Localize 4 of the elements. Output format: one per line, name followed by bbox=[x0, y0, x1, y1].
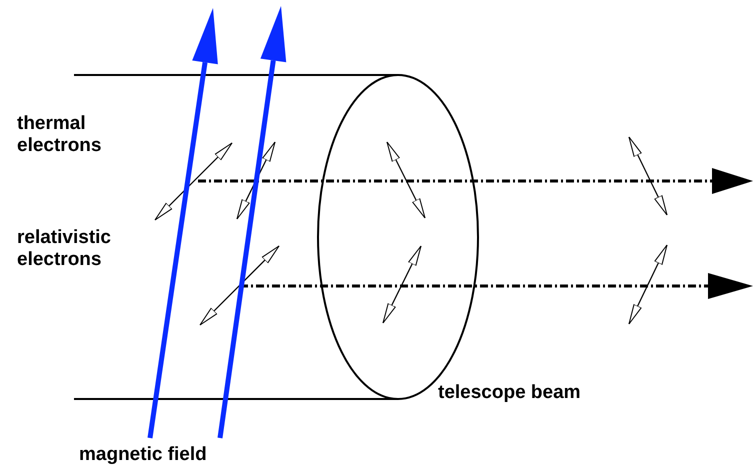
label-text: magnetic field bbox=[79, 444, 207, 466]
label-text: relativistic electrons bbox=[17, 227, 112, 271]
label-text: telescope beam bbox=[438, 382, 581, 404]
label-text: thermal electrons bbox=[17, 113, 102, 157]
